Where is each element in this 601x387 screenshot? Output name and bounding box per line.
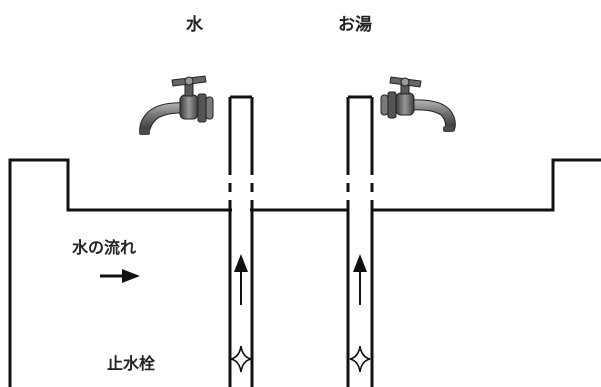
hot-water-valve-star-icon: [349, 345, 371, 373]
hot-water-pipe-up-arrow-icon: [353, 254, 367, 305]
hot-water-faucet-icon: [380, 76, 456, 132]
water-label: 水: [186, 15, 203, 35]
wall-outline-right: [372, 158, 601, 212]
wall-outline: [8, 158, 232, 387]
stop-valve-label: 止水栓: [107, 354, 156, 373]
water-pipe-up-arrow-icon: [234, 254, 248, 305]
water-valve-star-icon: [230, 345, 252, 373]
water-faucet-icon: [139, 75, 214, 135]
hot-water-label: お湯: [338, 15, 372, 35]
flow-right-arrow-icon: [100, 269, 140, 283]
water-pipe: [228, 95, 254, 387]
hot-water-pipe: [346, 95, 374, 387]
water-flow-label: 水の流れ: [72, 238, 137, 257]
